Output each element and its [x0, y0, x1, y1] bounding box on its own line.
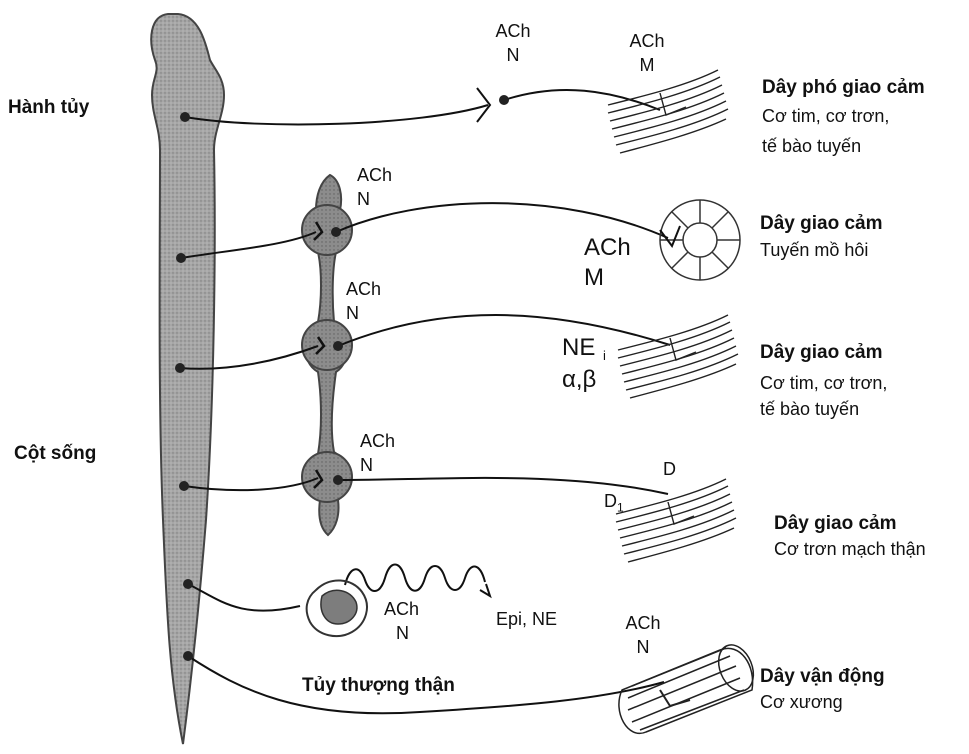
ganglion-3: [302, 452, 352, 502]
adrenal-transmitter: ACh: [384, 600, 419, 618]
target-description-1: Dây phó giao cảm Cơ tim, cơ trơn, tế bào…: [762, 78, 925, 155]
adrenal-output-label: Epi, NE: [496, 610, 557, 628]
r1-post-receptor: M: [622, 56, 672, 74]
r3-pre-transmitter: ACh: [346, 280, 381, 298]
target-description-4: Dây giao cảm Cơ trơn mạch thận: [774, 514, 926, 558]
r1-pre-receptor: N: [488, 46, 538, 64]
r4-pre-transmitter: ACh: [360, 432, 395, 450]
r2-pre-receptor: N: [357, 190, 392, 208]
sweat-gland-icon: [660, 200, 740, 280]
target-line: tế bào tuyến: [760, 400, 887, 418]
target-title: Dây giao cảm: [774, 514, 926, 533]
target-line: Cơ tim, cơ trơn,: [762, 107, 925, 125]
motor-receptor: N: [618, 638, 668, 656]
r3-post-superscript: i: [603, 349, 606, 362]
target-line: Cơ tim, cơ trơn,: [760, 374, 887, 392]
r3-post-ne: NE: [562, 336, 595, 360]
r4-post-d1: D1: [604, 492, 624, 514]
r2-pre-label: ACh N: [357, 166, 392, 208]
r2-post-receptor: M: [584, 266, 631, 290]
adrenal-receptor: N: [396, 624, 419, 642]
r1-post-label: ACh M: [622, 32, 672, 74]
target-title: Dây vận động: [760, 667, 885, 686]
target-description-3: Dây giao cảm Cơ tim, cơ trơn, tế bào tuy…: [760, 343, 887, 418]
medulla-label: Hành tủy: [8, 98, 89, 117]
target-line: Tuyến mồ hôi: [760, 241, 883, 259]
r4-post-d1-letter: D: [604, 491, 617, 511]
r3-pre-label: ACh N: [346, 280, 381, 322]
r2-post-label: ACh M: [584, 236, 631, 290]
r4-pre-label: ACh N: [360, 432, 395, 474]
r3-pre-receptor: N: [346, 304, 381, 322]
target-line: tế bào tuyến: [762, 137, 925, 155]
target-title: Dây giao cảm: [760, 343, 887, 362]
adrenal-receptor-label: ACh N: [384, 600, 419, 642]
r4-post-d1-subscript: 1: [617, 501, 624, 515]
nerve-fibers: [180, 88, 670, 713]
target-description-5: Dây vận động Cơ xương: [760, 667, 885, 711]
r1-pre-transmitter: ACh: [488, 22, 538, 40]
spinal-cord-label: Cột sống: [14, 444, 96, 463]
r4-pre-receptor: N: [360, 456, 395, 474]
r2-post-transmitter: ACh: [584, 236, 631, 260]
ganglion-1: [302, 205, 352, 255]
r3-post-receptor: α,β: [562, 368, 596, 392]
motor-transmitter: ACh: [618, 614, 668, 632]
ganglion-2: [302, 320, 352, 370]
r1-pre-label: ACh N: [488, 22, 538, 64]
r2-pre-transmitter: ACh: [357, 166, 392, 184]
spinal-cord-icon: [151, 14, 224, 744]
target-title: Dây giao cảm: [760, 214, 883, 233]
target-title: Dây phó giao cảm: [762, 78, 925, 97]
adrenal-medulla-label: Tủy thượng thận: [302, 676, 455, 695]
r4-post-d: D: [663, 460, 676, 478]
target-line: Cơ xương: [760, 693, 885, 711]
motor-receptor-label: ACh N: [618, 614, 668, 656]
target-description-2: Dây giao cảm Tuyến mồ hôi: [760, 214, 883, 259]
smooth-muscle-icon: [608, 70, 738, 562]
r1-post-transmitter: ACh: [622, 32, 672, 50]
adrenal-medulla-icon: [307, 580, 367, 636]
target-line: Cơ trơn mạch thận: [774, 540, 926, 558]
